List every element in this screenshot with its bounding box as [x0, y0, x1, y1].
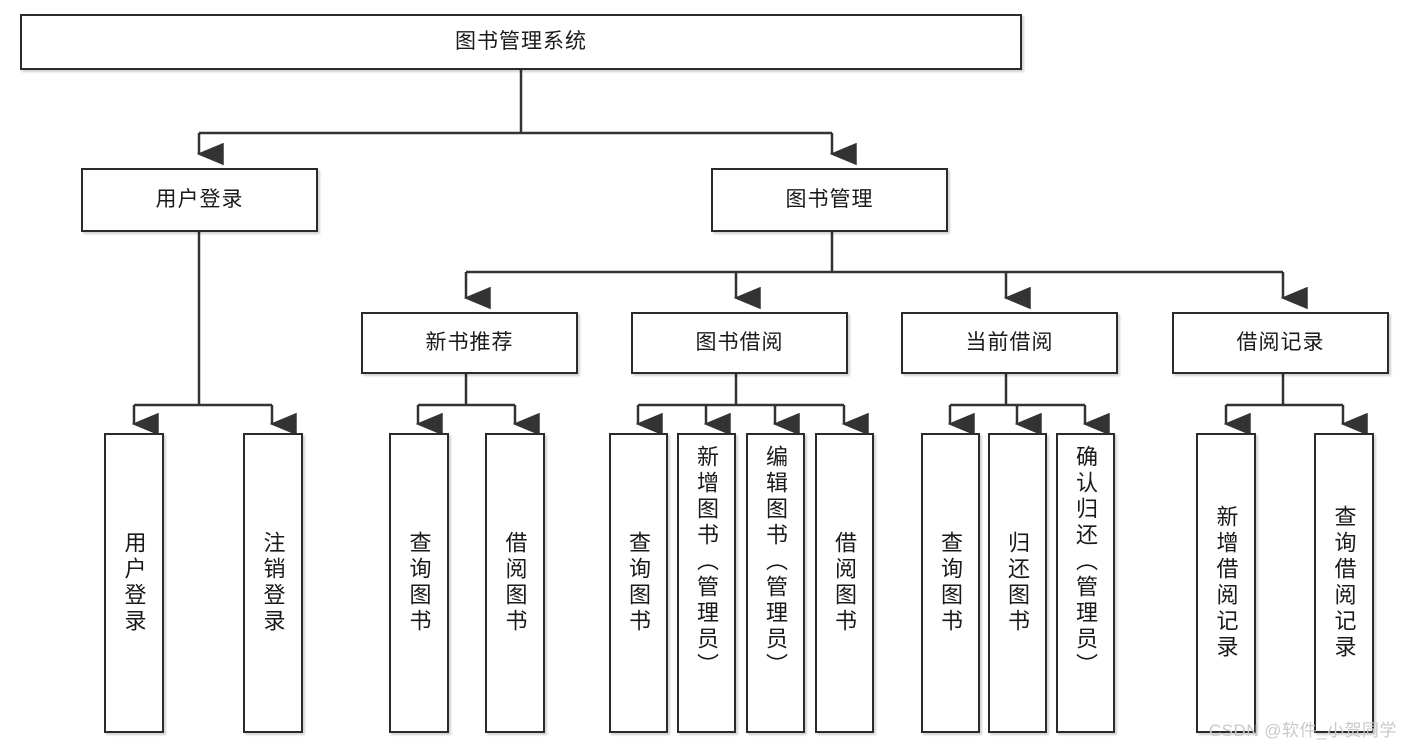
node-book-manage-label: 图书管理 [785, 187, 874, 211]
node-leaf-confirm-return-label: 确认归还（管理员） [1073, 445, 1099, 679]
node-user-login[interactable]: 用户登录 [81, 168, 318, 232]
node-borrow-record[interactable]: 借阅记录 [1172, 312, 1389, 374]
node-new-book-recommend[interactable]: 新书推荐 [361, 312, 578, 374]
node-leaf-add-record-label: 新增借阅记录 [1213, 505, 1239, 661]
node-leaf-query-book-2-label: 查询图书 [626, 531, 652, 635]
node-leaf-add-book[interactable]: 新增图书（管理员） [677, 433, 736, 733]
node-leaf-confirm-return[interactable]: 确认归还（管理员） [1056, 433, 1115, 733]
node-book-borrow-label: 图书借阅 [695, 330, 784, 354]
node-borrow-record-label: 借阅记录 [1236, 330, 1325, 354]
node-leaf-query-book-1-label: 查询图书 [406, 531, 432, 635]
node-leaf-query-record[interactable]: 查询借阅记录 [1314, 433, 1374, 733]
node-leaf-query-book-2[interactable]: 查询图书 [609, 433, 668, 733]
node-leaf-query-book-3[interactable]: 查询图书 [921, 433, 980, 733]
node-leaf-logout-login-label: 注销登录 [260, 531, 286, 635]
node-leaf-borrow-book-1[interactable]: 借阅图书 [485, 433, 545, 733]
node-leaf-query-record-label: 查询借阅记录 [1331, 505, 1357, 661]
node-current-borrow[interactable]: 当前借阅 [901, 312, 1118, 374]
node-new-book-recommend-label: 新书推荐 [425, 330, 514, 354]
node-book-manage[interactable]: 图书管理 [711, 168, 948, 232]
node-leaf-borrow-book-2[interactable]: 借阅图书 [815, 433, 874, 733]
node-leaf-add-record[interactable]: 新增借阅记录 [1196, 433, 1256, 733]
node-leaf-query-book-1[interactable]: 查询图书 [389, 433, 449, 733]
node-leaf-user-login-label: 用户登录 [121, 531, 147, 635]
node-leaf-return-book[interactable]: 归还图书 [988, 433, 1047, 733]
node-leaf-logout-login[interactable]: 注销登录 [243, 433, 303, 733]
node-book-borrow[interactable]: 图书借阅 [631, 312, 848, 374]
node-user-login-label: 用户登录 [155, 187, 244, 211]
node-leaf-user-login[interactable]: 用户登录 [104, 433, 164, 733]
watermark: CSDN @软件_小贺同学 [1208, 721, 1397, 740]
node-leaf-edit-book[interactable]: 编辑图书（管理员） [746, 433, 805, 733]
node-root[interactable]: 图书管理系统 [20, 14, 1022, 70]
node-root-label: 图书管理系统 [455, 29, 587, 53]
node-current-borrow-label: 当前借阅 [965, 330, 1054, 354]
node-leaf-return-book-label: 归还图书 [1005, 531, 1031, 635]
node-leaf-borrow-book-1-label: 借阅图书 [502, 531, 528, 635]
node-leaf-query-book-3-label: 查询图书 [938, 531, 964, 635]
node-leaf-edit-book-label: 编辑图书（管理员） [763, 445, 789, 679]
node-leaf-borrow-book-2-label: 借阅图书 [832, 531, 858, 635]
node-leaf-add-book-label: 新增图书（管理员） [694, 445, 720, 679]
